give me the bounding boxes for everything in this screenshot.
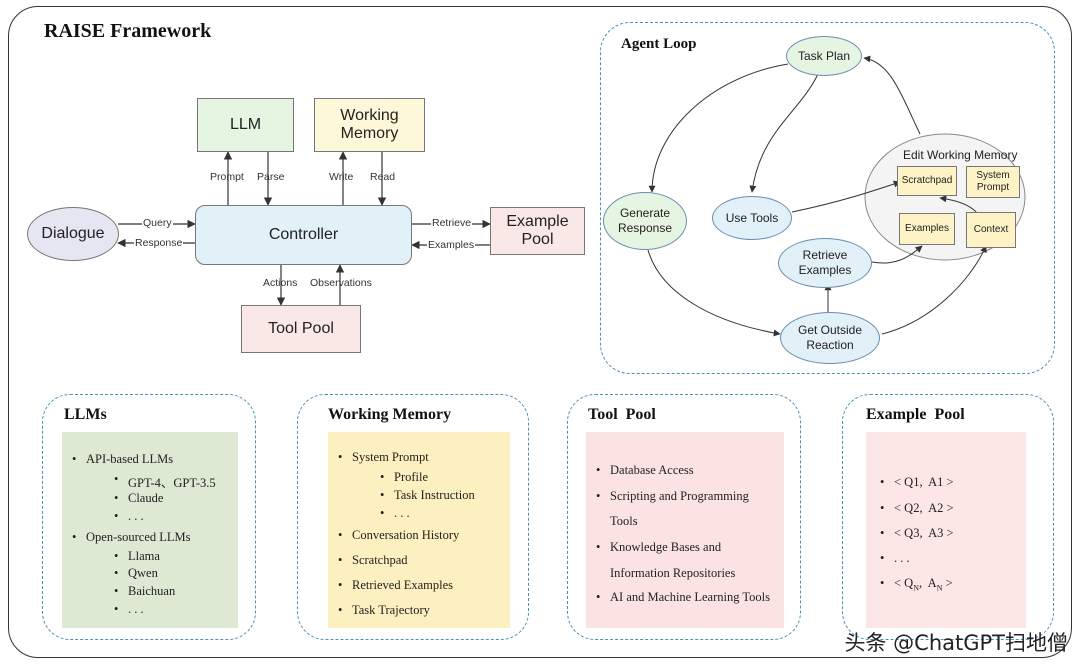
llm-box: LLM bbox=[197, 98, 294, 152]
llms-content: API-based LLMs GPT-4、GPT-3.5 Claude . . … bbox=[62, 432, 238, 628]
wm-profile: Profile bbox=[380, 470, 428, 485]
generate-to-reaction-arrow bbox=[647, 249, 781, 337]
llms-title: LLMs bbox=[64, 406, 107, 423]
api-item-claude: Claude bbox=[114, 491, 164, 506]
example-pool-content: < Q1, A1 > < Q2, A2 > < Q3, A3 > . . . <… bbox=[866, 432, 1026, 628]
reaction-to-context-arrow bbox=[881, 245, 987, 335]
retrieve-to-examples-arrow bbox=[871, 245, 923, 264]
example-pool-box: Example Pool bbox=[490, 207, 585, 255]
actions-label: Actions bbox=[263, 277, 298, 289]
working-memory-box: Working Memory bbox=[314, 98, 425, 152]
context-to-scratchpad-arrow bbox=[939, 195, 979, 215]
working-memory-title: Working Memory bbox=[328, 406, 452, 423]
open-item-more: . . . bbox=[114, 602, 143, 617]
example-more: . . . bbox=[880, 551, 909, 566]
task-plan-node: Task Plan bbox=[786, 36, 862, 76]
example-q3: < Q3, A3 > bbox=[880, 526, 953, 541]
generate-response-node: Generate Response bbox=[603, 192, 687, 250]
llms-panel bbox=[42, 394, 256, 640]
tool-pool-content: Database Access Scripting and Programmin… bbox=[586, 432, 784, 628]
query-label: Query bbox=[142, 217, 173, 229]
api-based-item: API-based LLMs bbox=[72, 452, 173, 467]
scratchpad-box: Scratchpad bbox=[897, 166, 957, 196]
response-label: Response bbox=[134, 237, 184, 249]
tool-pool-panel bbox=[567, 394, 801, 640]
open-item-llama: Llama bbox=[114, 549, 160, 564]
working-memory-content: System Prompt Profile Task Instruction .… bbox=[328, 432, 510, 628]
outer-frame bbox=[8, 6, 1072, 658]
tool-pool-box: Tool Pool bbox=[241, 305, 361, 353]
examples-box: Examples bbox=[899, 213, 955, 245]
tool-ai-ml: AI and Machine Learning Tools bbox=[596, 590, 770, 605]
api-item-gpt: GPT-4、GPT-3.5 bbox=[114, 472, 216, 491]
open-item-baichuan: Baichuan bbox=[114, 584, 175, 599]
agent-loop-title: Agent Loop bbox=[621, 36, 697, 52]
use-tools-node: Use Tools bbox=[712, 196, 792, 240]
tool-scripting-cont: Tools bbox=[610, 514, 638, 528]
agent-loop-panel bbox=[600, 22, 1055, 374]
system-prompt-box: System Prompt bbox=[966, 166, 1020, 198]
write-label: Write bbox=[329, 171, 354, 183]
tool-pool-title: Tool Pool bbox=[588, 406, 656, 423]
wm-conversation-history: Conversation History bbox=[338, 528, 459, 543]
retrieve-examples-node: Retrieve Examples bbox=[778, 238, 872, 288]
observations-label: Observations bbox=[310, 277, 372, 289]
wm-system-prompt: System Prompt bbox=[338, 450, 429, 465]
wm-sub-more: . . . bbox=[380, 506, 409, 521]
wm-scratchpad: Scratchpad bbox=[338, 553, 407, 568]
example-q2: < Q2, A2 > bbox=[880, 501, 953, 516]
tool-database-access: Database Access bbox=[596, 463, 694, 478]
page-title: RAISE Framework bbox=[44, 20, 212, 42]
example-qn: < QN, AN > bbox=[880, 576, 953, 593]
tools-to-scratchpad-arrow bbox=[791, 180, 901, 213]
watermark: 头条 @ChatGPT扫地僧 bbox=[844, 631, 1068, 655]
example-pool-panel bbox=[842, 394, 1054, 640]
open-item-qwen: Qwen bbox=[114, 566, 158, 581]
open-sourced-item: Open-sourced LLMs bbox=[72, 530, 190, 545]
tool-knowledge-cont: Information Repositories bbox=[610, 566, 736, 580]
edit-working-memory-label: Edit Working Memory bbox=[903, 148, 1018, 162]
examples-edge-label: Examples bbox=[427, 239, 476, 251]
example-q1: < Q1, A1 > bbox=[880, 475, 953, 490]
wm-task-instruction: Task Instruction bbox=[380, 488, 475, 503]
get-outside-reaction-node: Get Outside Reaction bbox=[780, 312, 880, 364]
retrieve-label: Retrieve bbox=[431, 217, 473, 229]
tool-knowledge-bases: Knowledge Bases and bbox=[596, 540, 721, 555]
tool-scripting: Scripting and Programming bbox=[596, 489, 749, 504]
memory-to-plan-arrow bbox=[863, 55, 921, 135]
example-pool-title: Example Pool bbox=[866, 406, 965, 423]
wm-task-trajectory: Task Trajectory bbox=[338, 603, 430, 618]
controller-box: Controller bbox=[195, 205, 412, 265]
plan-to-tools-arrow bbox=[749, 73, 819, 193]
read-label: Read bbox=[370, 171, 396, 183]
dialogue-node: Dialogue bbox=[27, 207, 119, 261]
plan-to-generate-arrow bbox=[648, 63, 789, 193]
context-box: Context bbox=[966, 212, 1016, 248]
api-item-more: . . . bbox=[114, 509, 143, 524]
prompt-label: Prompt bbox=[210, 171, 244, 183]
wm-retrieved-examples: Retrieved Examples bbox=[338, 578, 453, 593]
parse-label: Parse bbox=[257, 171, 285, 183]
working-memory-panel bbox=[297, 394, 529, 640]
